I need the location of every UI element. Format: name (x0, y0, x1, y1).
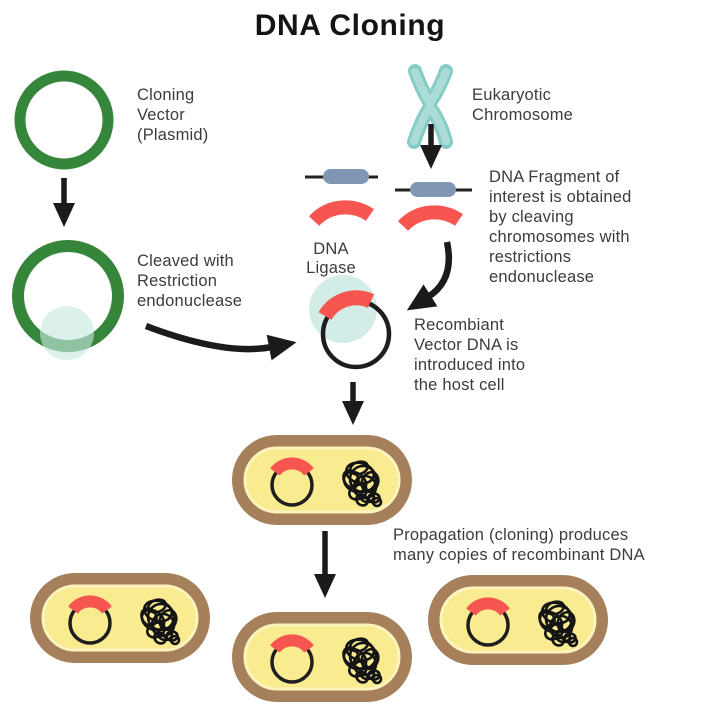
arrow-fragment-to-vector (406, 241, 453, 311)
label-cloning-vector: Cloning Vector (Plasmid) (137, 86, 209, 144)
cloning-vector-icon (14, 70, 114, 170)
insert-arc-icon-2 (397, 205, 463, 232)
label-recombinant: Recombiant Vector DNA is introduced into… (414, 316, 526, 394)
restriction-site-highlight (40, 306, 94, 360)
label-eukaryotic-chromosome: Eukaryotic Chromosome (472, 86, 574, 124)
page-title: DNA Cloning (254, 9, 446, 42)
ligase-highlight (309, 275, 377, 343)
ligated-insert-icon (318, 290, 375, 321)
label-dna-fragment: DNA Fragment of interest is obtained by … (489, 168, 632, 286)
label-dna-ligase: DNA Ligase (306, 240, 356, 277)
dna-fragment-icon-1 (305, 169, 378, 184)
label-propagation: Propagation (cloning) produces many copi… (393, 526, 645, 564)
arrow-cleaved-to-ligation (144, 322, 297, 361)
dna-fragment-icon-2 (395, 182, 472, 197)
eukaryotic-chromosome-icon (407, 64, 453, 149)
insert-arc-icon-1 (308, 200, 374, 227)
label-cleaved: Cleaved with Restriction endonuclease (137, 252, 243, 310)
